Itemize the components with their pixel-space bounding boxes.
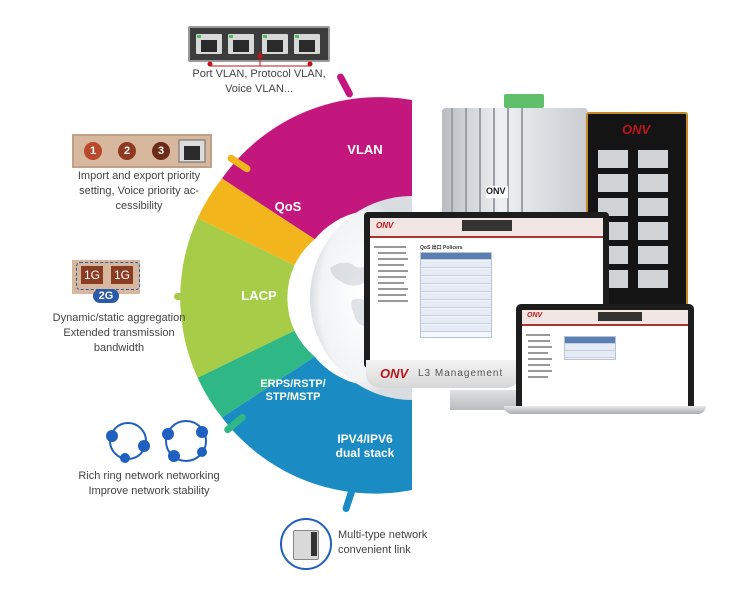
rj45-port-icon [178, 139, 206, 163]
large-monitor: ONV QoS 出口 Policers [364, 212, 609, 368]
switch-brand: ONV [622, 122, 651, 137]
ring-caption: Rich ring network networking Improve net… [62, 469, 236, 499]
priority-1-badge: 1 [84, 142, 102, 160]
vlan-port-strip [188, 26, 330, 62]
lacp-caption: Dynamic/static aggregation Extended tran… [26, 311, 212, 356]
vlan-caption-line1: Port VLAN, Protocol VLAN, [192, 68, 326, 80]
vlan-connector-lines [207, 52, 313, 67]
vlan-caption: Port VLAN, Protocol VLAN, Voice VLAN... [170, 67, 348, 97]
ring-caption-line2: Improve network stability [88, 485, 210, 497]
laptop-screen: ONV [522, 310, 688, 406]
laptop-screen-brand: ONV [527, 312, 543, 319]
qos-caption-line3: cessibility [115, 200, 163, 212]
switch-side-logo: ONV [486, 186, 508, 198]
lacp-caption-line2: Extended transmission [63, 327, 175, 339]
vlan-segment [222, 97, 412, 240]
management-label: L3 Management [418, 368, 504, 379]
power-terminal [504, 94, 544, 108]
qos-label: QoS [274, 199, 302, 214]
qos-caption: Import and export priority setting, Voic… [66, 169, 212, 214]
ipv-segment [222, 356, 412, 494]
vlan-caption-line2: Voice VLAN... [225, 83, 293, 95]
qos-priority-ports: 1 2 3 [72, 134, 212, 168]
erps-label-line1: ERPS/RSTP/ [260, 378, 326, 390]
laptop-sidebar [526, 332, 556, 398]
laptop-base [504, 406, 706, 414]
vlan-label: VLAN [347, 142, 383, 157]
erps-label: ERPS/RSTP/ STP/MSTP [250, 378, 336, 404]
laptop: ONV [516, 304, 694, 408]
multi-network-device-icon [280, 518, 332, 570]
management-brand: ONV [380, 366, 409, 381]
ipv-label-line2: dual stack [335, 446, 395, 460]
lacp-caption-line3: bandwidth [93, 342, 145, 354]
laptop-screen-header: ONV [522, 310, 688, 326]
priority-3-badge: 3 [152, 142, 170, 160]
screen-table-title: QoS 出口 Policers [420, 245, 463, 251]
multi-caption-line1: Multi-type network [338, 529, 428, 541]
monitor-stand [450, 390, 522, 410]
lacp-segment [180, 218, 295, 378]
ring-caption-line1: Rich ring network networking [78, 470, 220, 482]
erps-segment [197, 330, 315, 418]
screen-header: ONV [370, 218, 603, 238]
lacp-caption-line1: Dynamic/static aggregation [52, 312, 186, 324]
screen-ports-graphic [462, 220, 512, 231]
large-monitor-screen: ONV QoS 出口 Policers [370, 218, 603, 362]
mini-device-ports [311, 532, 317, 556]
rj45-ports-icon [196, 34, 320, 54]
qos-caption-line1: Import and export priority [77, 170, 201, 182]
erps-label-line2: STP/MSTP [265, 391, 321, 403]
screen-table [420, 252, 492, 338]
priority-2-badge: 2 [118, 142, 136, 160]
monitor-base-band: ONV L3 Management [366, 360, 520, 388]
multi-caption: Multi-type network convenient link [338, 528, 448, 558]
lacp-aggregation-graphic: 1G 1G [72, 260, 140, 294]
lacp-link-1: 1G [81, 266, 103, 284]
ipv-label: IPV4/IPV6 dual stack [325, 432, 405, 460]
multi-caption-line2: convenient link [338, 544, 411, 556]
lacp-link-2: 1G [111, 266, 133, 284]
screen-sidebar [374, 244, 414, 354]
laptop-table [564, 336, 616, 360]
lacp-total-badge: 2G [93, 289, 119, 303]
ring-network-icon [106, 420, 208, 463]
qos-caption-line2: setting, Voice priority ac- [79, 185, 199, 197]
lacp-label: LACP [241, 288, 277, 303]
lacp-connector [174, 293, 200, 300]
qos-segment [197, 178, 315, 266]
screen-brand: ONV [376, 221, 394, 230]
laptop-ports-graphic [598, 312, 642, 321]
ipv-label-line1: IPV4/IPV6 [337, 432, 393, 446]
